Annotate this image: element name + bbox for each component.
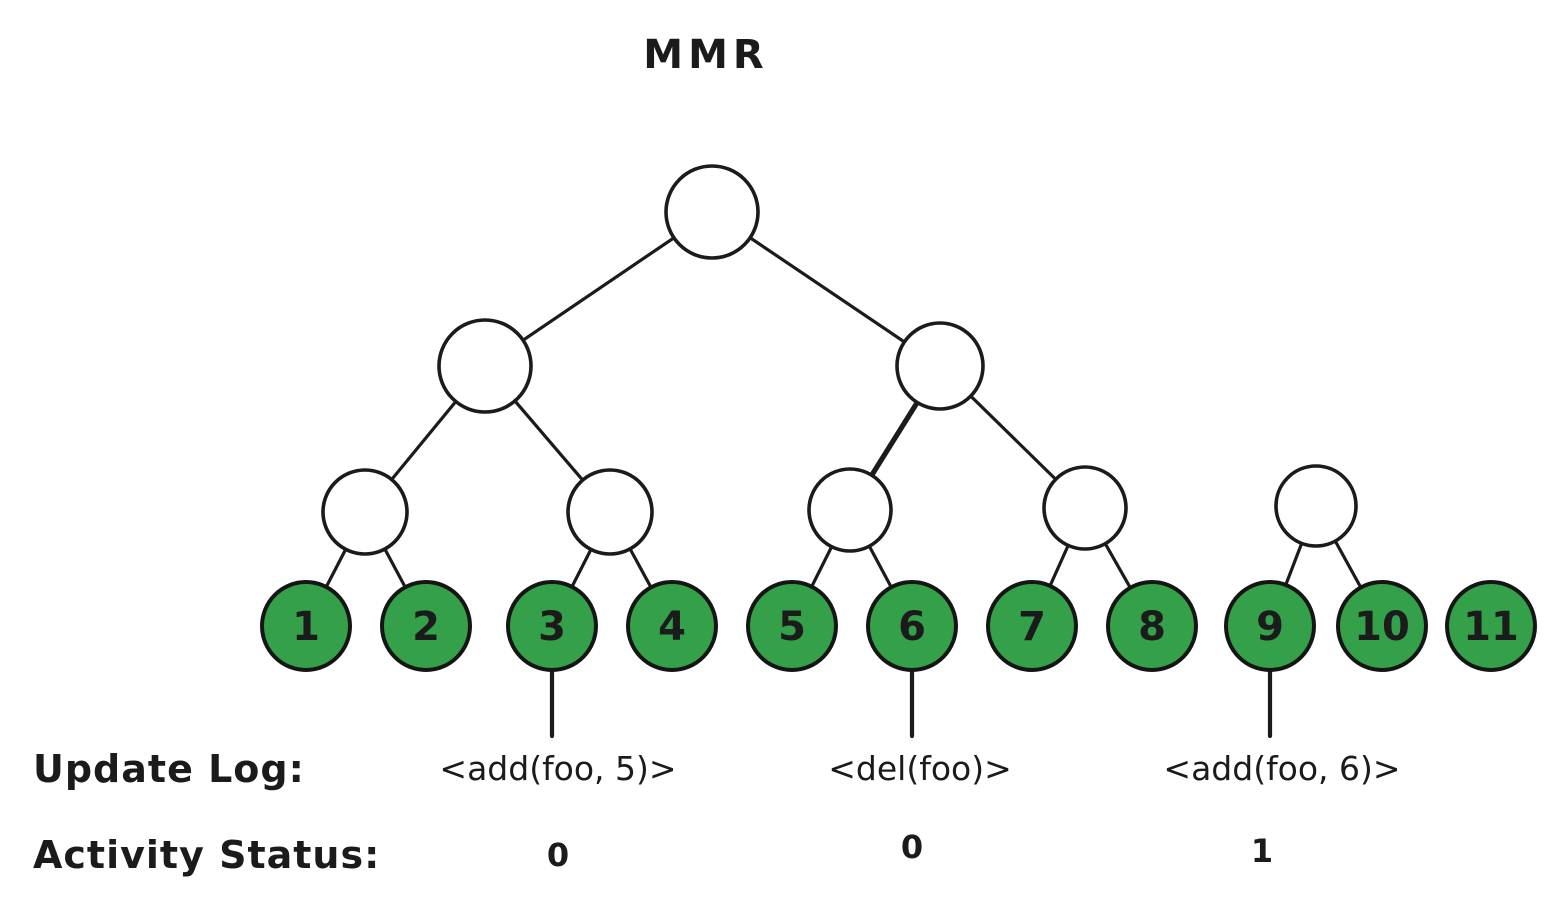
leaf-label: 2 xyxy=(412,604,440,650)
leaf-node: 11 xyxy=(1445,580,1537,672)
leaf-circle xyxy=(1336,580,1428,672)
leaf-label: 11 xyxy=(1463,604,1519,650)
leaf-node: 8 xyxy=(1106,580,1198,672)
leaf-circle xyxy=(1445,580,1537,672)
internal-node xyxy=(1274,464,1358,548)
diagram-title: MMR xyxy=(643,32,768,78)
leaf-node: 6 xyxy=(866,580,958,672)
leaf-circle xyxy=(866,580,958,672)
internal-nodes xyxy=(321,164,1358,556)
leaf-nodes: 1 2 3 4 5 6 7 xyxy=(260,580,1537,672)
leaf-label: 3 xyxy=(538,604,566,650)
leaf-node: 7 xyxy=(986,580,1078,672)
leaf-label: 9 xyxy=(1256,604,1284,650)
leaf-node: 3 xyxy=(506,580,598,672)
update-log-entry: <add(foo, 6)> xyxy=(1163,749,1400,788)
leaf-label: 5 xyxy=(778,604,806,650)
internal-node-root xyxy=(664,164,760,260)
leaf-label: 7 xyxy=(1018,604,1046,650)
update-log-entry: <del(foo)> xyxy=(828,749,1011,788)
update-log-entry: <add(foo, 5)> xyxy=(439,749,676,788)
leaf-node: 5 xyxy=(746,580,838,672)
leaf-node: 2 xyxy=(380,580,472,672)
internal-node xyxy=(807,467,893,553)
tree-edges xyxy=(304,210,1384,628)
leaf-node: 4 xyxy=(626,580,718,672)
leaf-label: 1 xyxy=(292,604,320,650)
leaf-label: 4 xyxy=(658,604,686,650)
activity-status-value: 0 xyxy=(901,828,923,866)
internal-node xyxy=(895,321,985,411)
internal-node xyxy=(566,468,654,556)
leaf-circle xyxy=(1224,580,1316,672)
activity-status-value: 1 xyxy=(1251,832,1273,870)
leaf-node: 9 xyxy=(1224,580,1316,672)
log-connectors xyxy=(549,665,1273,739)
leaf-circle xyxy=(986,580,1078,672)
leaf-label: 8 xyxy=(1138,604,1166,650)
leaf-circle xyxy=(506,580,598,672)
internal-node xyxy=(321,468,409,556)
leaf-label: 10 xyxy=(1354,604,1410,650)
leaf-label: 6 xyxy=(898,604,926,650)
update-log-label: Update Log: xyxy=(33,747,305,791)
activity-status-value: 0 xyxy=(547,836,569,874)
leaf-circle xyxy=(380,580,472,672)
internal-node xyxy=(437,318,533,414)
internal-node xyxy=(1042,465,1128,551)
leaf-node: 1 xyxy=(260,580,352,672)
leaf-circle xyxy=(1106,580,1198,672)
activity-status-label: Activity Status: xyxy=(33,833,380,877)
leaf-circle xyxy=(746,580,838,672)
leaf-circle xyxy=(260,580,352,672)
leaf-circle xyxy=(626,580,718,672)
leaf-node: 10 xyxy=(1336,580,1428,672)
